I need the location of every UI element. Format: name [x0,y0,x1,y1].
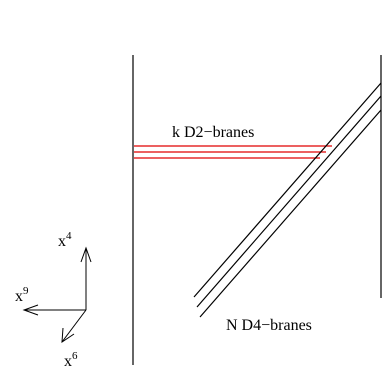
d4-branes-label: N D4−branes [226,317,312,334]
x4-label: x4 [58,230,72,250]
d4-branes [193,82,382,318]
d4-brane-line [193,82,382,298]
d2-branes-label: k D2−branes [172,124,254,141]
coordinate-axes: x4 x9 x6 [15,230,92,370]
x6-label: x6 [64,350,78,370]
d4-brane-line [196,95,382,308]
x4-arrow-icon [80,246,92,263]
d4-brane-line [199,109,382,318]
x6-axis-line [61,309,87,343]
d2-branes [134,145,332,159]
x9-arrow-icon [22,304,39,316]
x6-arrow-icon [61,327,75,343]
x9-label: x9 [15,285,29,305]
